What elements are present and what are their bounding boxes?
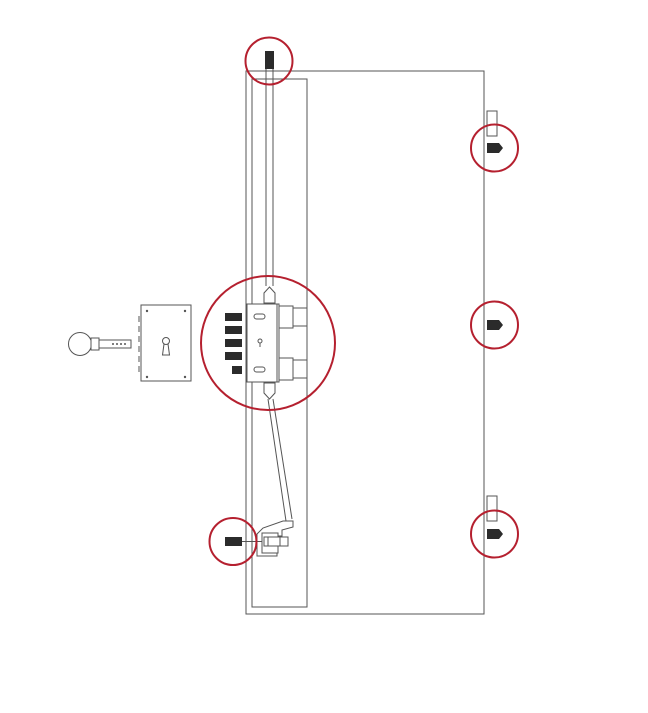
- lock-bolt-5: [232, 366, 242, 374]
- hinge-plate-bottom: [486, 495, 498, 522]
- lock-bolt-2: [225, 326, 242, 334]
- door-outer-frame: [245, 70, 485, 615]
- highlight-ring-hinge-bottom: [470, 509, 519, 559]
- lock-bolt-1: [225, 313, 242, 321]
- hinge-plate-top: [486, 110, 498, 137]
- rim-lock-keyhole-icon: [161, 337, 171, 356]
- hinge-bolt-top: [487, 143, 503, 153]
- bottom-rod-connector: [263, 382, 276, 400]
- case-slot-top: [253, 313, 266, 320]
- case-slot-bottom: [253, 366, 266, 373]
- case-deadbolt-upper: [278, 305, 294, 329]
- highlight-ring-hinge-middle: [470, 300, 519, 350]
- bottom-mechanism: [256, 520, 294, 557]
- hinge-bolt-middle: [487, 320, 503, 330]
- case-deadbolt-upper-tip: [292, 307, 308, 327]
- bottom-bolt: [225, 537, 242, 546]
- lock-bolt-4: [225, 352, 242, 360]
- lock-faceplate: [276, 303, 280, 383]
- rim-lock-box: [138, 304, 192, 382]
- key-icon: [68, 332, 132, 356]
- case-keyhole-icon: [257, 338, 263, 347]
- hinge-bolt-bottom: [487, 529, 503, 539]
- top-bolt: [265, 51, 274, 69]
- case-deadbolt-lower-tip: [292, 359, 308, 379]
- highlight-ring-top-bolt: [244, 36, 294, 86]
- highlight-ring-hinge-top: [470, 123, 519, 173]
- highlight-ring-central-lock: [200, 275, 336, 411]
- case-deadbolt-lower: [278, 357, 294, 381]
- top-rod-connector: [263, 286, 276, 304]
- bottom-rod-right: [272, 398, 293, 520]
- highlight-ring-bottom-bolt: [208, 517, 258, 566]
- lock-bolt-3: [225, 339, 242, 347]
- bottom-rod-left: [267, 398, 287, 522]
